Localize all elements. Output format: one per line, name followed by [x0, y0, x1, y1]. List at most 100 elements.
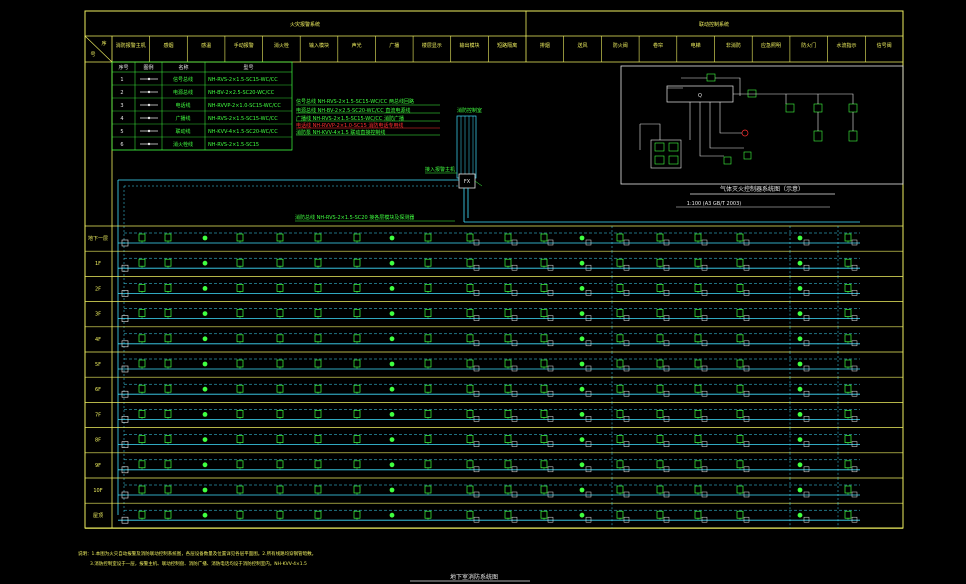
smoke-detector-icon	[694, 359, 702, 368]
inset-cylinder-1	[813, 130, 823, 142]
manual-call-point-icon	[202, 235, 208, 241]
linkage-module-icon	[743, 390, 750, 397]
manual-call-point-icon	[797, 437, 803, 442]
isolator-module	[121, 315, 129, 322]
inset-local-panel	[650, 139, 682, 169]
floor-label: 8F	[95, 438, 101, 444]
module-icon	[616, 309, 624, 317]
manual-call-point-icon	[389, 235, 395, 241]
linkage-module-icon	[743, 315, 750, 321]
module-icon	[616, 233, 624, 242]
smoke-detector-icon	[694, 435, 702, 443]
linkage-module-icon	[803, 390, 810, 397]
linkage-module-icon	[623, 390, 630, 397]
heat-detector-icon	[353, 359, 361, 368]
smoke-detector-icon	[314, 485, 322, 494]
heat-detector-icon	[736, 485, 744, 494]
linkage-module-icon	[803, 365, 810, 372]
heat-detector-icon	[736, 384, 744, 393]
linkage-module-icon	[743, 365, 750, 372]
smoke-detector-icon	[694, 460, 702, 469]
linkage-module-icon	[803, 340, 810, 347]
inset-alarm-bell	[706, 73, 716, 82]
linkage-module-icon	[473, 239, 480, 246]
module-icon	[844, 460, 852, 469]
heat-detector-icon	[736, 309, 744, 317]
smoke-detector-icon	[504, 359, 512, 368]
legend-row-name: 电源总线	[173, 89, 193, 96]
module-icon	[236, 435, 244, 443]
module-icon	[276, 359, 284, 368]
manual-call-point-icon	[202, 260, 208, 266]
module-icon	[276, 510, 284, 519]
floor-label: 10F	[93, 488, 102, 494]
linkage-module-icon	[851, 239, 858, 246]
heat-detector-icon	[736, 334, 744, 343]
legend-row-spec: NH-BV-2×2.5-SC20-WC/CC	[208, 90, 275, 96]
smoke-detector-icon	[504, 384, 512, 393]
isolator-module	[121, 466, 129, 474]
module-icon	[424, 334, 432, 343]
manual-call-point-icon	[797, 512, 803, 518]
smoke-detector-icon	[314, 384, 322, 393]
manual-call-point-icon	[389, 487, 395, 493]
linkage-module-icon	[585, 365, 592, 372]
linkage-module-icon	[803, 491, 810, 498]
isolator-module	[121, 441, 129, 448]
floor-row: 8F	[85, 427, 903, 453]
manual-call-point-icon	[797, 260, 803, 266]
linkage-module-icon	[803, 466, 810, 473]
isolator-module	[121, 290, 129, 297]
inset-pressure-switch	[743, 151, 752, 160]
floor-label: 屋顶	[93, 513, 103, 519]
manual-call-point-icon	[579, 487, 585, 493]
linkage-module-icon	[743, 264, 750, 271]
module-icon	[844, 485, 852, 494]
legend-row-no: 6	[120, 142, 123, 148]
linkage-module-icon	[623, 340, 630, 347]
panel-tag-line	[474, 180, 483, 187]
drawing-frame	[84, 10, 904, 529]
legend-line-dot	[147, 103, 151, 107]
module-icon	[466, 510, 474, 519]
heat-detector-icon	[353, 410, 361, 418]
linkage-module-icon	[743, 516, 750, 523]
legend-header: 图例	[143, 64, 153, 71]
smoke-detector-icon	[138, 284, 146, 292]
linkage-module-icon	[473, 516, 480, 523]
smoke-detector-icon	[694, 258, 702, 267]
header-left-col-label: 输入模块	[309, 42, 329, 49]
inset-smoke-detector	[723, 156, 732, 165]
module-icon	[236, 460, 244, 469]
linkage-module-icon	[701, 466, 708, 473]
linkage-module-icon	[585, 466, 592, 473]
manual-call-point-icon	[797, 361, 803, 367]
legend-row-no: 3	[120, 103, 123, 109]
linkage-module-icon	[851, 416, 858, 422]
inset-module-c	[654, 155, 665, 165]
module-icon	[656, 334, 664, 343]
module-icon	[466, 233, 474, 242]
header-corner-diagonal	[84, 35, 113, 63]
heat-detector-icon	[540, 410, 548, 418]
heat-detector-icon	[353, 510, 361, 519]
heat-detector-icon	[540, 384, 548, 393]
linkage-module-icon	[511, 340, 518, 347]
linkage-module-icon	[743, 441, 750, 447]
linkage-module-icon	[511, 264, 518, 271]
linkage-module-icon	[803, 239, 810, 246]
smoke-detector-icon	[138, 258, 146, 267]
linkage-module-icon	[701, 365, 708, 372]
heat-detector-icon	[540, 435, 548, 443]
linkage-module-icon	[511, 516, 518, 523]
linkage-module-icon	[585, 390, 592, 397]
manual-call-point-icon	[202, 361, 208, 367]
manual-call-point-icon	[797, 336, 803, 342]
module-icon	[236, 410, 244, 418]
legend-line-dot	[147, 116, 151, 120]
module-icon	[616, 410, 624, 418]
module-icon	[236, 258, 244, 267]
gas-extinguishing-inset: Q 气体灭火控制器系统图（示意） 1:100 (A3 GB/T 2003)	[620, 65, 904, 208]
legend-row-spec: NH-RVVP-2×1.0-SC15-WC/CC	[208, 103, 281, 109]
manual-call-point-icon	[579, 235, 585, 241]
